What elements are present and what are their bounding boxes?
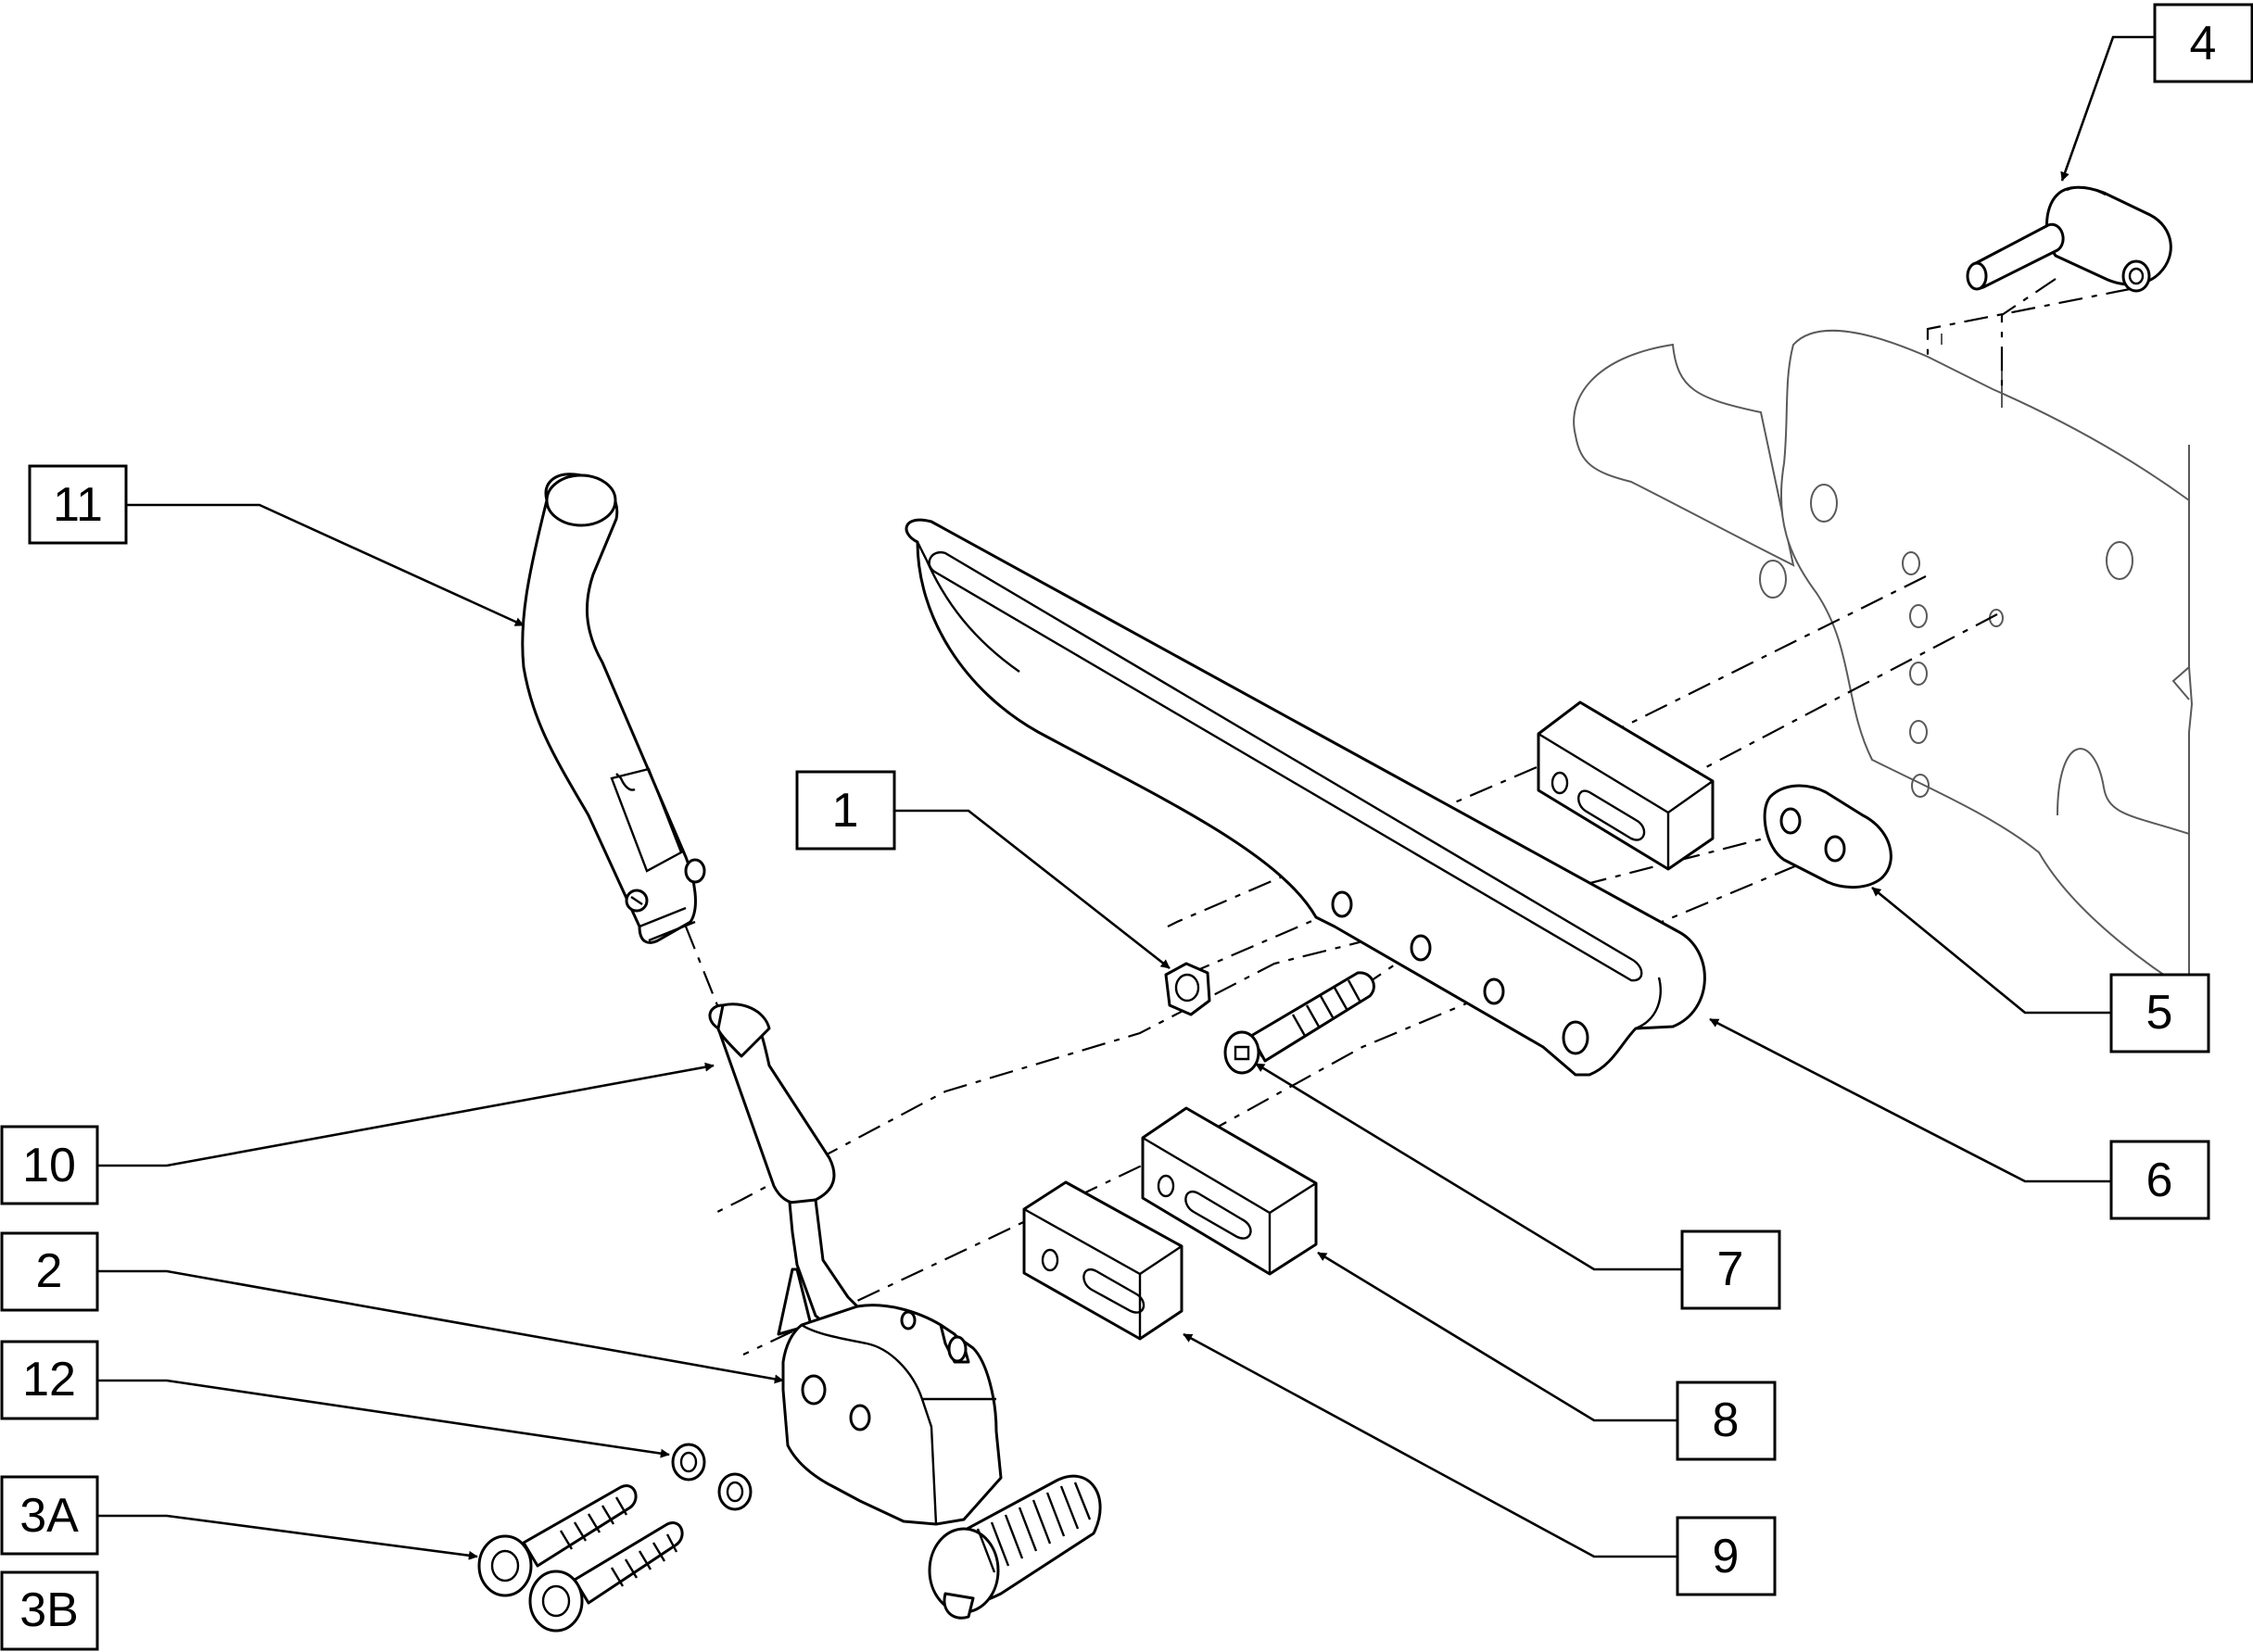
callout-2: 2 bbox=[0, 1231, 99, 1312]
leader-line-10 bbox=[97, 1062, 715, 1167]
part-3a-cap-screw bbox=[477, 1484, 638, 1597]
callout-11-label: 11 bbox=[53, 478, 103, 532]
part-8-spacer-block bbox=[1141, 1106, 1318, 1276]
callout-5: 5 bbox=[2109, 973, 2210, 1053]
callout-8: 8 bbox=[1676, 1381, 1777, 1461]
callout-1-label: 1 bbox=[832, 784, 859, 838]
callout-12: 12 bbox=[0, 1340, 99, 1420]
leader-line-4 bbox=[2060, 35, 2155, 182]
callout-9: 9 bbox=[1676, 1516, 1777, 1596]
leader-line-11 bbox=[126, 503, 525, 627]
callout-11: 11 bbox=[28, 464, 128, 545]
callout-3b: 3B bbox=[0, 1570, 99, 1651]
callout-3b-label: 3B bbox=[19, 1583, 79, 1637]
part-11-handle-extension bbox=[521, 473, 706, 944]
part-7-button-head-screw bbox=[1223, 971, 1375, 1075]
callout-2-label: 2 bbox=[36, 1244, 63, 1298]
callout-1: 1 bbox=[795, 770, 896, 851]
leader-line-9 bbox=[1183, 1332, 1677, 1558]
spacer-block-upper bbox=[1537, 700, 1715, 871]
leader-line-12 bbox=[97, 1379, 670, 1458]
callout-6-label: 6 bbox=[2146, 1154, 2173, 1207]
callout-10: 10 bbox=[0, 1125, 99, 1205]
leader-line-1 bbox=[894, 809, 1171, 970]
part-1-hex-nut bbox=[1164, 962, 1211, 1016]
leader-line-7 bbox=[1255, 1062, 1682, 1271]
leader-line-5 bbox=[1871, 886, 2111, 1015]
callout-10-label: 10 bbox=[22, 1139, 76, 1192]
callout-6: 6 bbox=[2109, 1140, 2210, 1220]
part-3b-cap-screw bbox=[528, 1521, 684, 1633]
part-9-spacer-block bbox=[1022, 1180, 1183, 1341]
callout-9-label: 9 bbox=[1713, 1530, 1740, 1583]
callout-7: 7 bbox=[1680, 1230, 1781, 1310]
leader-line-6 bbox=[1709, 1017, 2111, 1183]
leader-line-8 bbox=[1317, 1251, 1677, 1422]
part-2-knurled-roller bbox=[928, 1474, 1102, 1620]
leader-line-2 bbox=[97, 1269, 784, 1384]
callout-7-label: 7 bbox=[1717, 1242, 1744, 1296]
callout-5-label: 5 bbox=[2146, 986, 2173, 1040]
part-6-slotted-arm bbox=[905, 518, 1706, 1077]
part-5-double-hole-plate bbox=[1763, 784, 1892, 889]
callout-12-label: 12 bbox=[22, 1353, 76, 1406]
callout-4-label: 4 bbox=[2190, 17, 2217, 70]
part-12-washers bbox=[671, 1443, 753, 1511]
callout-3a-label: 3A bbox=[19, 1489, 79, 1543]
callout-4: 4 bbox=[2153, 3, 2253, 83]
callout-3a: 3A bbox=[0, 1475, 99, 1556]
part-10-knob bbox=[708, 1003, 836, 1205]
part-2-lever-body bbox=[777, 1198, 1003, 1526]
part-4-stud-plate bbox=[1966, 185, 2172, 293]
leader-line-3a bbox=[97, 1514, 478, 1560]
wheelchair-frame-outline bbox=[1573, 329, 2194, 993]
leader-lines bbox=[97, 35, 2155, 1560]
callout-8-label: 8 bbox=[1713, 1393, 1740, 1447]
